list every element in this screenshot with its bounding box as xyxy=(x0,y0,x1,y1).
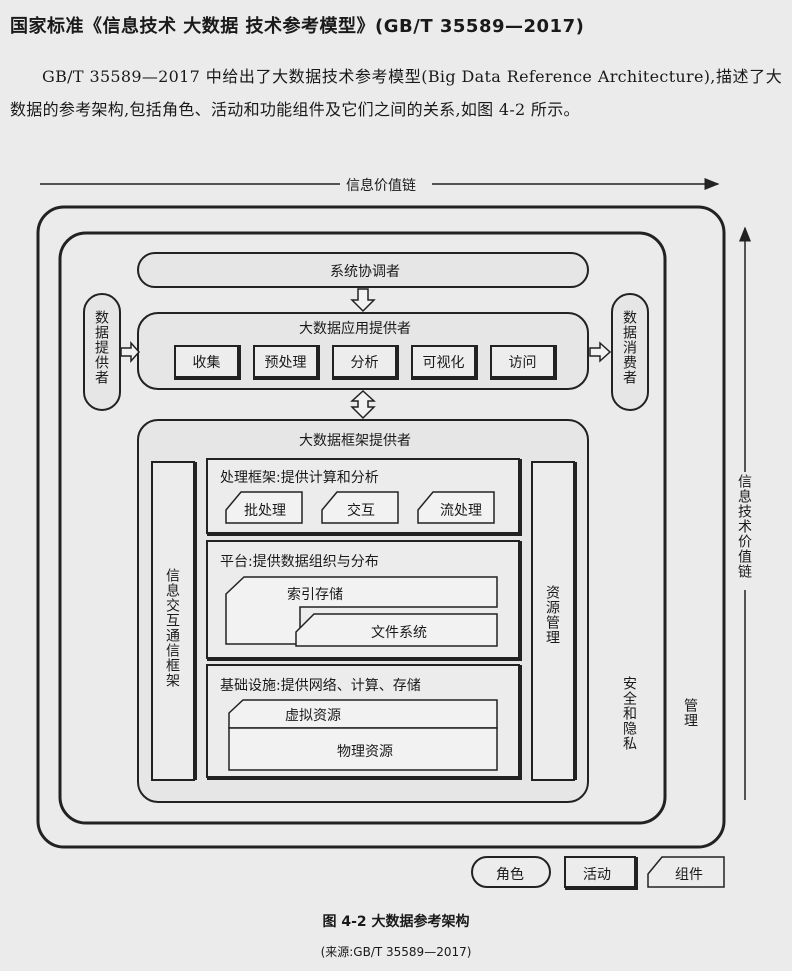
app-provider-title: 大数据应用提供者 xyxy=(299,321,411,337)
file-system-component xyxy=(295,613,498,647)
it-value-chain-label: 信息技术价值链 xyxy=(736,474,752,579)
file-system-label: 文件系统 xyxy=(371,625,427,641)
system-coordinator-label: 系统协调者 xyxy=(330,264,400,280)
legend-component-label: 组件 xyxy=(675,867,703,883)
management-label: 管理 xyxy=(682,698,698,728)
physical-resource-component xyxy=(228,727,498,771)
provider-arrow xyxy=(120,341,141,363)
index-storage-label: 索引存储 xyxy=(287,587,343,603)
activity-analyze: 分析 xyxy=(332,345,399,380)
activity-preprocess: 预处理 xyxy=(253,345,320,380)
legend-role-label: 角色 xyxy=(496,867,524,883)
legend-role-box xyxy=(471,856,551,888)
virtual-resource-label: 虚拟资源 xyxy=(285,708,341,724)
platform-title: 平台:提供数据组织与分布 xyxy=(220,554,379,570)
intro-paragraph: GB/T 35589—2017 中给出了大数据技术参考模型(Big Data R… xyxy=(10,67,782,119)
interactive-component xyxy=(321,491,399,524)
figure-caption: 图 4-2 大数据参考架构 xyxy=(322,914,470,930)
bidirectional-arrow xyxy=(350,389,376,420)
interactive-label: 交互 xyxy=(347,503,375,519)
consumer-arrow xyxy=(589,341,612,363)
activity-collect: 收集 xyxy=(174,345,241,380)
index-storage-component xyxy=(225,576,498,645)
system-coordinator-box xyxy=(137,252,589,288)
security-privacy-box xyxy=(58,231,667,825)
processing-title: 处理框架:提供计算和分析 xyxy=(220,470,379,486)
stream-label: 流处理 xyxy=(440,503,482,519)
coordinator-down-arrow xyxy=(350,288,376,313)
activity-access: 访问 xyxy=(490,345,557,380)
infrastructure-title: 基础设施:提供网络、计算、存储 xyxy=(220,678,421,694)
stream-component xyxy=(417,491,495,524)
data-provider-box xyxy=(83,293,121,411)
security-privacy-label: 安全和隐私 xyxy=(621,676,637,751)
figure-source: (来源:GB/T 35589—2017) xyxy=(320,945,472,959)
framework-provider-title: 大数据框架提供者 xyxy=(299,433,411,449)
legend-component-box xyxy=(647,856,725,888)
data-consumer-label: 数据消费者 xyxy=(621,310,637,385)
management-box xyxy=(36,205,726,849)
physical-resource-label: 物理资源 xyxy=(337,744,393,760)
virtual-resource-component xyxy=(228,699,498,729)
messaging-label: 信息交互通信框架 xyxy=(164,568,180,688)
info-value-chain-label: 信息价值链 xyxy=(346,178,416,194)
legend-activity-label: 活动 xyxy=(583,867,611,883)
resource-mgmt-label: 资源管理 xyxy=(544,585,560,645)
data-consumer-box xyxy=(611,293,649,411)
resource-mgmt-bar xyxy=(531,461,575,781)
section-heading: 国家标准《信息技术 大数据 技术参考模型》(GB/T 35589—2017) xyxy=(10,16,585,37)
activity-visualize: 可视化 xyxy=(411,345,478,380)
data-provider-label: 数据提供者 xyxy=(93,310,109,385)
batch-component xyxy=(225,491,303,524)
batch-label: 批处理 xyxy=(244,503,286,519)
